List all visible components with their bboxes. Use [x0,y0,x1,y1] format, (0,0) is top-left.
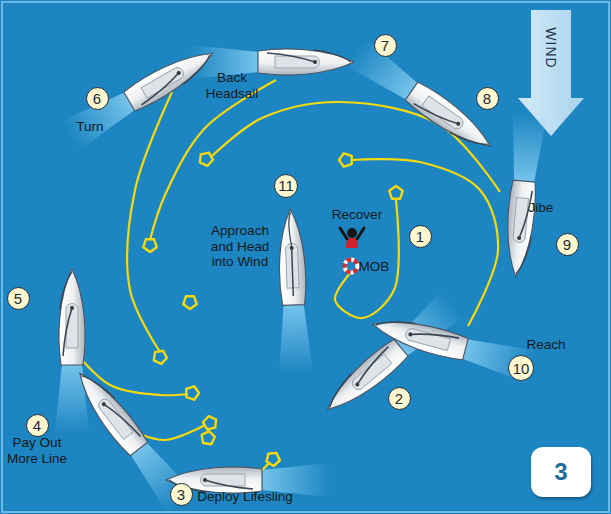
step-label: Deploy Lifesling [197,489,292,505]
boat-wake [460,332,535,383]
lifesling-line [150,80,276,240]
step-number-circle: 6 [86,87,109,110]
sailboat [503,180,537,278]
callout-number: 10 [513,360,530,377]
step-label: Back Headsail [197,70,267,101]
line-slack-marker [389,186,402,199]
line-slack-marker [267,453,280,466]
callout-number: 3 [177,486,185,503]
step-label: Recover [332,207,382,223]
step-number-circle: 3 [170,483,193,506]
figure-number-box: 3 [531,447,591,497]
callout-number: 1 [416,228,424,245]
line-slack-marker [183,296,196,309]
wind-label: WIND [543,27,559,68]
sailboat [277,209,306,306]
lifesling-line [127,92,172,352]
step-number-circle: 2 [388,387,411,410]
sailboat [70,365,150,457]
boat-wake [277,303,313,373]
step-number-circle: 9 [556,233,579,256]
line-slack-marker [186,386,199,399]
lifesling-line [352,159,498,326]
step-label: Approach and Head into Wind [205,223,275,270]
step-number-circle: 5 [7,287,30,310]
sailboat [404,80,498,156]
step-label: Turn [76,119,103,135]
line-slack-marker [143,239,156,252]
callout-number: 2 [395,390,403,407]
step-label: Pay Out More Line [3,435,71,466]
boat-wake [507,112,547,184]
callout-number: 5 [14,290,22,307]
line-slack-marker [339,153,352,166]
callout-number: 11 [278,177,294,194]
callout-number: 9 [563,236,571,253]
sailboat [369,312,468,362]
step-number-circle: 8 [476,87,499,110]
sailboat [258,49,354,75]
line-slack-marker [154,351,167,364]
line-slack-marker [200,153,213,166]
sailboat [123,42,219,113]
line-slack-marker [202,431,215,444]
callout-number: 8 [483,90,491,107]
callout-number: 4 [33,417,41,434]
step-number-circle: 1 [409,225,432,248]
callout-number: 7 [381,37,389,54]
step-number-circle: 10 [508,355,534,381]
boat-wake [55,364,89,433]
step-label: Jibe [529,200,554,216]
figure-number: 3 [554,458,567,486]
step-number-circle: 4 [26,414,49,437]
line-slack-marker [203,416,216,429]
step-number-circle: 7 [374,34,397,57]
step-label: MOB [359,259,390,275]
step-label: Reach [526,337,565,353]
sailboat [59,269,85,365]
callout-number: 6 [93,90,101,107]
